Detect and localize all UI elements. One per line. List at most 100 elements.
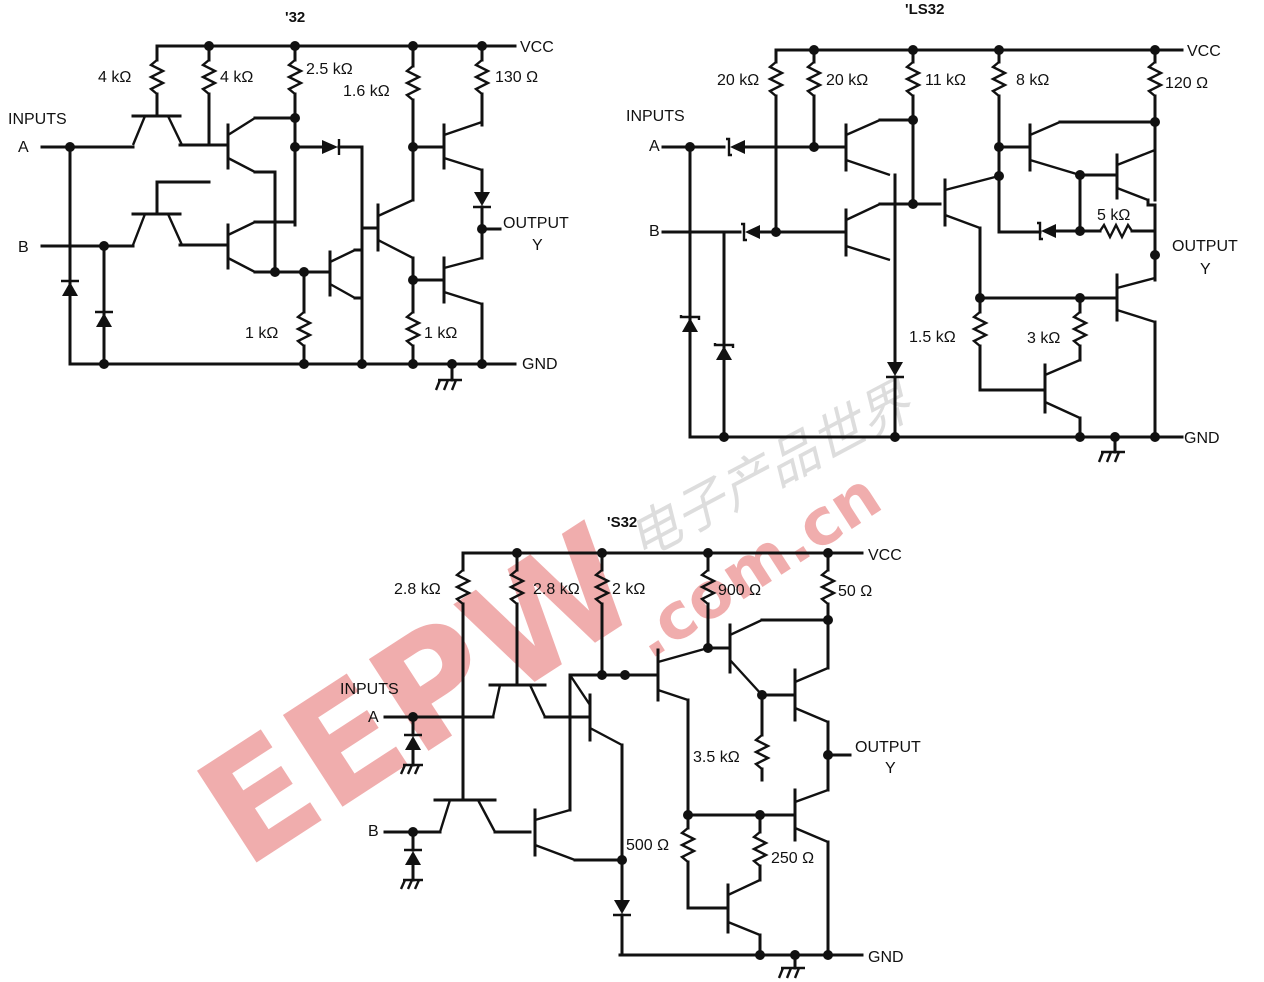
clamp-diode-b — [713, 343, 735, 360]
resistor-r2-label: 20 kΩ — [826, 72, 868, 89]
watermark: EEPW .com.cn 电子产品世界 — [170, 371, 924, 901]
clamp-diode-b — [399, 830, 423, 890]
resistor-r2-label: 4 kΩ — [220, 69, 253, 86]
circuit-ls32-title: 'LS32 — [905, 1, 944, 18]
circuit-s32-vcc-label: VCC — [868, 547, 902, 564]
squaring-transistor — [726, 878, 761, 937]
resistor-r5-label: 120 Ω — [1165, 75, 1208, 92]
input-transistor-a — [838, 118, 915, 177]
pulldown-transistor — [328, 248, 364, 300]
resistor-r6-label: 1 kΩ — [245, 325, 278, 342]
circuit-ls32-output-label: OUTPUT — [1172, 238, 1238, 255]
circuit-32-input-a: A — [18, 139, 29, 156]
circuit-32: '32 VCC GND 4 kΩ 4 kΩ — [8, 9, 569, 391]
circuit-s32-output-pin: Y — [885, 760, 896, 777]
squaring-transistor — [978, 358, 1081, 420]
resistor-r7-label: 1 kΩ — [424, 325, 457, 342]
circuit-ls32-input-a: A — [649, 138, 660, 155]
output-transistor-upper — [442, 120, 483, 172]
resistor-r3-label: 11 kΩ — [925, 72, 966, 89]
circuit-32-inputs-label: INPUTS — [8, 111, 67, 128]
phase-transistor-2 — [226, 220, 332, 274]
circuit-s32: 'S32 VCC GND 2.8 kΩ 2.8 kΩ — [340, 514, 921, 979]
resistor-r4-label: 900 Ω — [718, 582, 761, 599]
resistor-r8-label: 3 kΩ — [1027, 330, 1060, 347]
circuit-ls32-gnd-label: GND — [1184, 430, 1220, 447]
driver-transistor — [656, 646, 709, 702]
resistor-r5 — [473, 44, 491, 127]
circuit-32-vcc-label: VCC — [520, 39, 554, 56]
resistor-r5-label: 130 Ω — [495, 69, 538, 86]
resistor-r2 — [805, 48, 823, 149]
resistor-r7 — [971, 296, 989, 392]
resistor-r4 — [990, 48, 1008, 234]
series-diode — [613, 858, 631, 957]
resistor-r8 — [751, 813, 769, 882]
output-darlington-2 — [793, 666, 829, 724]
input-transistor-b — [131, 180, 211, 246]
circuit-s32-inputs-label: INPUTS — [340, 681, 399, 698]
resistor-r6-label: 3.5 kΩ — [693, 749, 740, 766]
diode-series — [322, 139, 341, 155]
resistor-r5-label: 50 Ω — [838, 583, 872, 600]
circuit-32-output-pin: Y — [532, 237, 543, 254]
clamp-diode-b — [95, 310, 113, 327]
circuit-32-gnd-label: GND — [522, 356, 558, 373]
resistor-r3-label: 2.5 kΩ — [306, 61, 353, 78]
output-transistor-lower — [793, 788, 829, 844]
circuit-s32-title: 'S32 — [607, 514, 637, 531]
circuit-s32-output-label: OUTPUT — [855, 739, 921, 756]
phase-transistor-2 — [533, 808, 576, 862]
schottky-diode-b — [741, 222, 760, 242]
output-darlington-1 — [1028, 120, 1157, 177]
input-transistor-b — [433, 798, 497, 833]
resistor-r4 — [404, 44, 422, 202]
clamp-diode-a — [679, 315, 701, 332]
output-transistor-lower — [1115, 273, 1156, 324]
circuit-ls32-vcc-label: VCC — [1187, 43, 1221, 60]
resistor-r1-label: 4 kΩ — [98, 69, 131, 86]
resistor-r6 — [753, 693, 771, 782]
output-diode — [473, 192, 491, 209]
resistor-r1 — [454, 551, 472, 802]
schottky-diode-c — [1037, 221, 1056, 241]
circuit-ls32-input-b: B — [649, 223, 660, 240]
output-darlington-1 — [728, 618, 763, 696]
resistor-r6-label: 5 kΩ — [1097, 207, 1130, 224]
circuit-ls32-inputs-label: INPUTS — [626, 108, 685, 125]
circuit-ls32: 'LS32 VCC GND 20 kΩ 20 kΩ — [626, 1, 1238, 463]
circuit-32-input-b: B — [18, 239, 29, 256]
clamp-diode-a — [61, 279, 79, 296]
resistor-r6 — [295, 270, 313, 366]
input-transistor-a — [131, 108, 184, 146]
resistor-r4-label: 8 kΩ — [1016, 72, 1049, 89]
resistor-r7-label: 1.5 kΩ — [909, 329, 956, 346]
input-transistor-a — [488, 683, 547, 718]
resistor-r2-label: 2.8 kΩ — [533, 581, 580, 598]
resistor-r2 — [200, 44, 218, 147]
resistor-r6 — [1083, 222, 1145, 240]
resistor-r8 — [1071, 296, 1089, 362]
resistor-r3 — [904, 48, 922, 204]
resistor-r1-label: 20 kΩ — [717, 72, 759, 89]
resistor-r7 — [404, 278, 422, 366]
resistor-r7 — [679, 813, 697, 910]
resistor-r4-label: 1.6 kΩ — [343, 83, 390, 100]
phase-splitter — [911, 174, 1000, 230]
resistor-r1 — [767, 48, 785, 234]
phase-transistor-1 — [569, 674, 623, 747]
circuit-s32-input-b: B — [368, 823, 379, 840]
resistor-r1-label: 2.8 kΩ — [394, 581, 441, 598]
circuit-32-title: '32 — [285, 9, 305, 26]
resistor-r8-label: 250 Ω — [771, 850, 814, 867]
input-transistor-b — [838, 202, 915, 262]
output-transistor-lower — [442, 256, 483, 306]
circuit-s32-gnd-label: GND — [868, 949, 904, 966]
phase-transistor-1 — [226, 116, 297, 174]
output-darlington-2 — [1115, 148, 1156, 202]
circuit-ls32-output-pin: Y — [1200, 261, 1211, 278]
resistor-r3-label: 2 kΩ — [612, 581, 645, 598]
resistor-r1 — [148, 44, 166, 112]
circuit-32-output-label: OUTPUT — [503, 215, 569, 232]
